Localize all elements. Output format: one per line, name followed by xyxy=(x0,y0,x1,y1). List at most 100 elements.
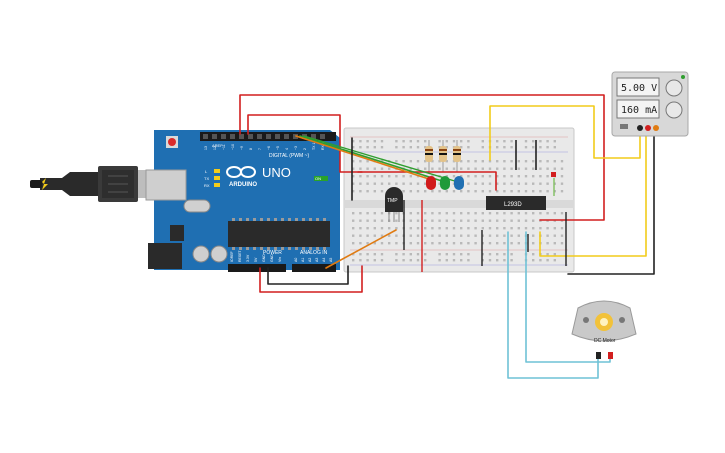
breadboard-hole[interactable] xyxy=(488,167,492,170)
breadboard-hole[interactable] xyxy=(532,227,535,230)
breadboard-hole[interactable] xyxy=(416,212,420,215)
breadboard-hole[interactable] xyxy=(546,242,549,245)
breadboard-hole[interactable] xyxy=(395,219,398,222)
breadboard-hole[interactable] xyxy=(416,253,420,256)
breadboard-hole[interactable] xyxy=(359,182,362,185)
wire-cyan-motor-2[interactable] xyxy=(525,231,611,363)
breadboard-hole[interactable] xyxy=(546,227,549,230)
breadboard-hole[interactable] xyxy=(517,234,520,237)
breadboard-hole[interactable] xyxy=(373,212,376,215)
breadboard-hole[interactable] xyxy=(481,234,484,237)
breadboard-hole[interactable] xyxy=(546,212,549,215)
breadboard-hole[interactable] xyxy=(474,242,477,245)
breadboard-hole[interactable] xyxy=(366,234,369,237)
breadboard-hole[interactable] xyxy=(524,219,528,222)
breadboard-hole[interactable] xyxy=(431,219,434,222)
breadboard-hole[interactable] xyxy=(488,182,492,185)
breadboard-hole[interactable] xyxy=(460,167,463,170)
breadboard-hole[interactable] xyxy=(366,190,369,193)
breadboard-hole[interactable] xyxy=(359,259,362,262)
breadboard-hole[interactable] xyxy=(452,259,456,262)
breadboard-hole[interactable] xyxy=(460,146,463,149)
breadboard-hole[interactable] xyxy=(359,146,362,149)
breadboard-hole[interactable] xyxy=(431,167,434,170)
breadboard-hole[interactable] xyxy=(474,167,477,170)
breadboard-hole[interactable] xyxy=(553,190,556,193)
breadboard-hole[interactable] xyxy=(481,160,484,163)
breadboard-hole[interactable] xyxy=(532,253,535,256)
breadboard-hole[interactable] xyxy=(460,259,463,262)
breadboard-hole[interactable] xyxy=(517,182,520,185)
breadboard-hole[interactable] xyxy=(553,242,556,245)
breadboard-hole[interactable] xyxy=(524,167,528,170)
breadboard-hole[interactable] xyxy=(359,242,362,245)
breadboard-hole[interactable] xyxy=(467,160,470,163)
breadboard-hole[interactable] xyxy=(452,234,456,237)
breadboard-hole[interactable] xyxy=(474,219,477,222)
breadboard-hole[interactable] xyxy=(445,242,448,245)
breadboard-hole[interactable] xyxy=(388,175,391,178)
breadboard-hole[interactable] xyxy=(431,227,434,230)
breadboard-hole[interactable] xyxy=(496,227,499,230)
breadboard-hole[interactable] xyxy=(380,234,384,237)
breadboard-hole[interactable] xyxy=(488,219,492,222)
breadboard-hole[interactable] xyxy=(380,242,384,245)
breadboard-hole[interactable] xyxy=(460,160,463,163)
breadboard-hole[interactable] xyxy=(560,190,564,193)
breadboard-hole[interactable] xyxy=(352,227,355,230)
breadboard-hole[interactable] xyxy=(524,190,528,193)
breadboard-hole[interactable] xyxy=(539,190,542,193)
breadboard-hole[interactable] xyxy=(445,167,448,170)
breadboard-hole[interactable] xyxy=(438,212,441,215)
breadboard-hole[interactable] xyxy=(539,259,542,262)
breadboard-hole[interactable] xyxy=(460,234,463,237)
breadboard-hole[interactable] xyxy=(496,259,499,262)
breadboard-hole[interactable] xyxy=(510,242,513,245)
breadboard-hole[interactable] xyxy=(488,160,492,163)
breadboard-hole[interactable] xyxy=(366,140,369,143)
breadboard-hole[interactable] xyxy=(373,190,376,193)
breadboard-hole[interactable] xyxy=(402,259,405,262)
breadboard-hole[interactable] xyxy=(524,140,528,143)
breadboard-hole[interactable] xyxy=(503,182,506,185)
breadboard-hole[interactable] xyxy=(366,160,369,163)
breadboard-hole[interactable] xyxy=(496,182,499,185)
led-green[interactable] xyxy=(440,176,450,190)
breadboard-hole[interactable] xyxy=(416,227,420,230)
leds[interactable] xyxy=(426,176,464,190)
breadboard-hole[interactable] xyxy=(424,182,427,185)
breadboard-hole[interactable] xyxy=(517,212,520,215)
breadboard-hole[interactable] xyxy=(445,219,448,222)
breadboard-hole[interactable] xyxy=(359,175,362,178)
breadboard-hole[interactable] xyxy=(546,234,549,237)
breadboard-hole[interactable] xyxy=(517,190,520,193)
breadboard-hole[interactable] xyxy=(424,242,427,245)
breadboard-hole[interactable] xyxy=(481,146,484,149)
breadboard-hole[interactable] xyxy=(445,227,448,230)
current-knob-icon[interactable] xyxy=(665,101,683,119)
breadboard-hole[interactable] xyxy=(452,242,456,245)
breadboard-hole[interactable] xyxy=(532,146,535,149)
breadboard-hole[interactable] xyxy=(452,175,456,178)
breadboard-hole[interactable] xyxy=(395,234,398,237)
breadboard-hole[interactable] xyxy=(532,190,535,193)
wire-red-bottom[interactable] xyxy=(259,265,363,293)
breadboard-hole[interactable] xyxy=(380,146,384,149)
breadboard-hole[interactable] xyxy=(409,167,412,170)
breadboard-hole[interactable] xyxy=(409,212,412,215)
breadboard-hole[interactable] xyxy=(481,190,484,193)
breadboard-hole[interactable] xyxy=(496,212,499,215)
breadboard-hole[interactable] xyxy=(503,253,506,256)
breadboard-hole[interactable] xyxy=(409,227,412,230)
breadboard-hole[interactable] xyxy=(546,175,549,178)
breadboard-hole[interactable] xyxy=(532,242,535,245)
breadboard-hole[interactable] xyxy=(366,242,369,245)
dc-motor[interactable]: DC Motor xyxy=(571,300,637,359)
breadboard-hole[interactable] xyxy=(373,182,376,185)
breadboard-hole[interactable] xyxy=(503,242,506,245)
breadboard-hole[interactable] xyxy=(517,175,520,178)
breadboard-hole[interactable] xyxy=(460,242,463,245)
breadboard-hole[interactable] xyxy=(445,234,448,237)
breadboard-hole[interactable] xyxy=(467,212,470,215)
breadboard-hole[interactable] xyxy=(388,167,391,170)
